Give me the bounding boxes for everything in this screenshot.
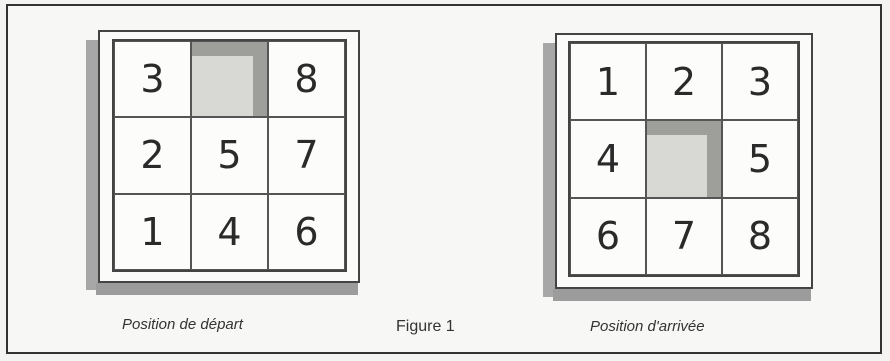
tile[interactable]: 1 (114, 193, 191, 270)
tile[interactable]: 4 (570, 120, 646, 198)
tile[interactable]: 5 (722, 120, 798, 198)
start-caption: Position de départ (122, 316, 243, 333)
tile[interactable]: 2 (646, 43, 722, 121)
tile[interactable]: 8 (722, 197, 798, 275)
board-bottom-shadow (96, 283, 358, 295)
tile[interactable]: 8 (268, 41, 345, 118)
target-caption: Position d'arrivée (590, 318, 705, 335)
tile-grid: 3 8 2 5 7 1 4 6 (112, 39, 347, 272)
start-board: 3 8 2 5 7 1 4 6 (86, 30, 361, 295)
tile[interactable]: 3 (114, 41, 191, 118)
figure-label: Figure 1 (396, 318, 455, 335)
tile[interactable]: 5 (191, 117, 268, 194)
tile-grid: 1 2 3 4 5 6 7 8 (568, 41, 800, 277)
empty-slot (191, 41, 268, 118)
tile[interactable]: 7 (268, 117, 345, 194)
tile[interactable]: 2 (114, 117, 191, 194)
board-bottom-shadow (553, 289, 811, 301)
tile[interactable]: 6 (570, 197, 646, 275)
tile[interactable]: 6 (268, 193, 345, 270)
tile[interactable]: 1 (570, 43, 646, 121)
empty-slot (646, 120, 722, 198)
tile[interactable]: 4 (191, 193, 268, 270)
tile[interactable]: 7 (646, 197, 722, 275)
tile[interactable]: 3 (722, 43, 798, 121)
target-board: 1 2 3 4 5 6 7 8 (543, 33, 813, 301)
